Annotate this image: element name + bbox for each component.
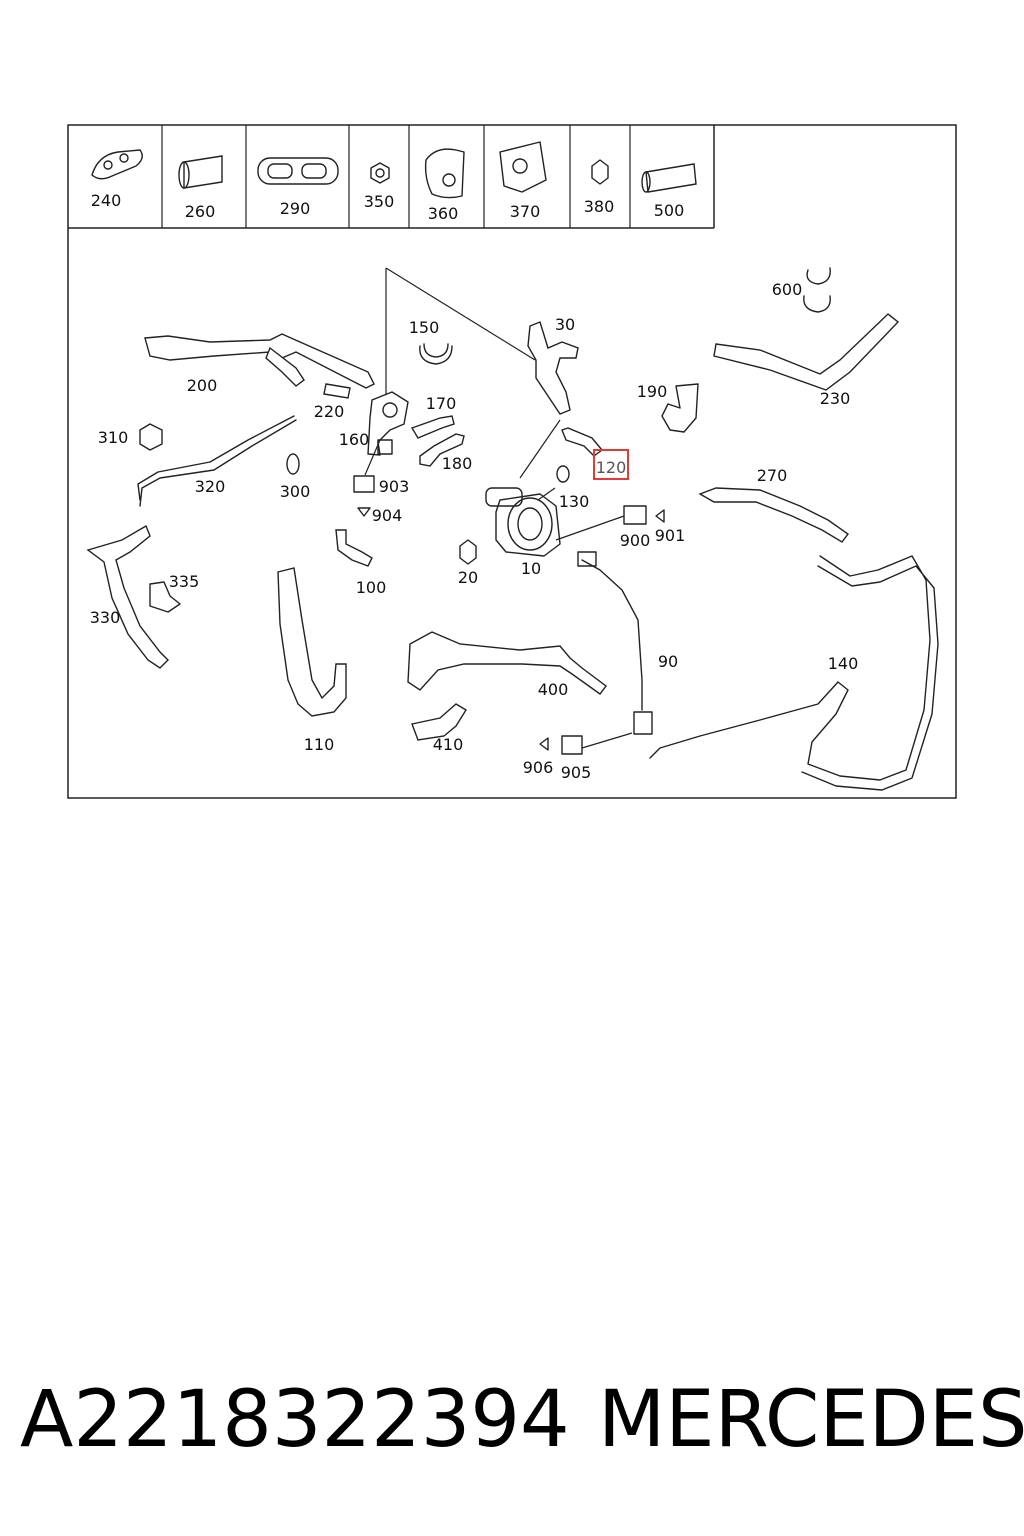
highlight-box-120 xyxy=(593,449,629,480)
callout-120: 120 xyxy=(596,458,627,477)
line-320 xyxy=(137,415,297,507)
callout-140: 140 xyxy=(828,654,859,673)
callout-170: 170 xyxy=(426,394,457,413)
hose-170 xyxy=(410,415,455,439)
hose-180 xyxy=(419,433,465,467)
fitting-220 xyxy=(323,383,351,399)
callout-600: 600 xyxy=(772,280,803,299)
mount-icon xyxy=(424,148,465,199)
callout-300: 300 xyxy=(280,482,311,501)
sensor-cable-90 xyxy=(577,551,653,735)
callout-905: 905 xyxy=(561,763,592,782)
header-label-240: 240 xyxy=(91,191,122,210)
pin-904 xyxy=(357,507,371,517)
header-label-360: 360 xyxy=(428,204,459,223)
brand-label: MERCEDES xyxy=(598,1375,1024,1465)
bracket-icon xyxy=(91,149,143,180)
pump-10 xyxy=(485,487,561,557)
callout-230: 230 xyxy=(820,389,851,408)
header-label-350: 350 xyxy=(364,192,395,211)
connector-905 xyxy=(561,735,583,755)
washer-300 xyxy=(286,453,300,475)
callout-220: 220 xyxy=(314,402,345,421)
hose-270 xyxy=(698,487,849,543)
callout-310: 310 xyxy=(98,428,129,447)
header-label-500: 500 xyxy=(654,201,685,220)
header-label-260: 260 xyxy=(185,202,216,221)
hose-100 xyxy=(335,529,373,567)
callout-903: 903 xyxy=(379,477,410,496)
callout-30: 30 xyxy=(555,315,575,334)
clamp-150 xyxy=(419,343,453,365)
callout-400: 400 xyxy=(538,680,569,699)
hose-110 xyxy=(277,567,347,717)
hose-200-stub xyxy=(265,346,305,387)
callout-10: 10 xyxy=(521,559,541,578)
connector-900 xyxy=(623,505,647,525)
nut-20 xyxy=(459,539,477,565)
callout-901: 901 xyxy=(655,526,686,545)
bracket-190 xyxy=(661,383,699,433)
callout-904: 904 xyxy=(372,506,403,525)
callout-180: 180 xyxy=(442,454,473,473)
hose-410 xyxy=(411,703,467,741)
callout-320: 320 xyxy=(195,477,226,496)
nut-icon xyxy=(370,162,390,184)
part-number-label: A2218322394 xyxy=(20,1375,570,1465)
pin-906 xyxy=(539,737,549,751)
valve-160 xyxy=(367,391,409,456)
nut-310 xyxy=(139,423,163,451)
hose-200 xyxy=(144,333,375,389)
hose-30 xyxy=(527,321,579,415)
callout-200: 200 xyxy=(187,376,218,395)
callout-100: 100 xyxy=(356,578,387,597)
header-parts-strip xyxy=(68,125,715,229)
callout-270: 270 xyxy=(757,466,788,485)
callout-110: 110 xyxy=(304,735,335,754)
hose-120 xyxy=(561,427,604,457)
harness-140 xyxy=(649,555,939,791)
valve-block-icon xyxy=(499,141,547,193)
hose-330 xyxy=(86,524,169,669)
parts-diagram: 240 260 290 350 360 370 380 500 xyxy=(67,124,957,799)
callout-330: 330 xyxy=(90,608,121,627)
pipe-400 xyxy=(407,631,607,695)
callout-90: 90 xyxy=(658,652,678,671)
header-label-380: 380 xyxy=(584,197,615,216)
callout-410: 410 xyxy=(433,735,464,754)
ring-130 xyxy=(556,465,570,483)
header-label-370: 370 xyxy=(510,202,541,221)
callout-190: 190 xyxy=(637,382,668,401)
callout-906: 906 xyxy=(523,758,554,777)
tube-icon xyxy=(641,163,697,193)
callout-130: 130 xyxy=(559,492,590,511)
clip-335 xyxy=(149,581,181,613)
callout-20: 20 xyxy=(458,568,478,587)
diagram-frame xyxy=(67,124,957,799)
callout-160: 160 xyxy=(339,430,370,449)
connector-903 xyxy=(353,475,375,493)
header-label-290: 290 xyxy=(280,199,311,218)
clamp-600 xyxy=(803,267,831,313)
callout-900: 900 xyxy=(620,531,651,550)
callout-335: 335 xyxy=(169,572,200,591)
pin-901 xyxy=(655,509,665,523)
hose-230 xyxy=(713,313,900,391)
sleeve-icon xyxy=(178,155,223,189)
gasket-icon xyxy=(257,157,339,185)
nut-icon-380 xyxy=(591,159,609,185)
callout-150: 150 xyxy=(409,318,440,337)
